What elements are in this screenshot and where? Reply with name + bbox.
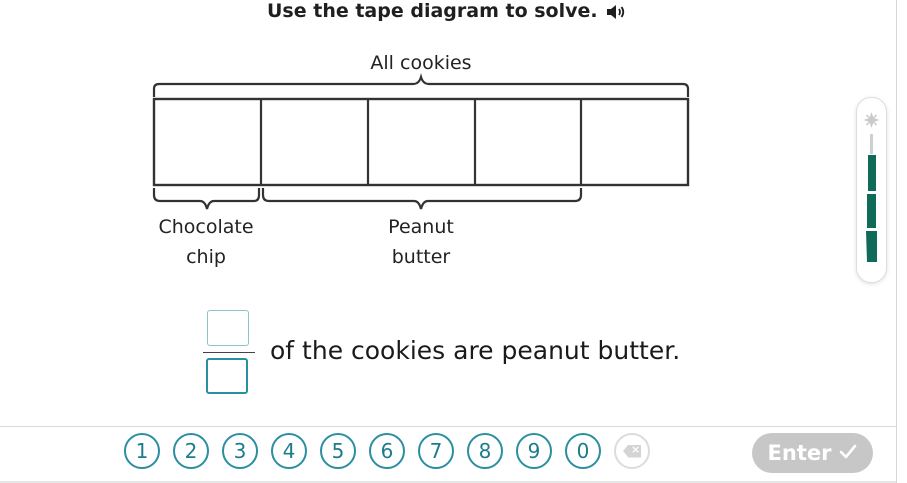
key-1[interactable]: 1 <box>124 433 160 469</box>
key-3[interactable]: 3 <box>222 433 258 469</box>
streak-segment-1 <box>868 155 876 191</box>
key-6[interactable]: 6 <box>369 433 405 469</box>
all-cookies-brace <box>152 73 690 97</box>
key-2[interactable]: 2 <box>173 433 209 469</box>
key-8[interactable]: 8 <box>467 433 503 469</box>
peanut-butter-label-line1: Peanut <box>388 216 454 238</box>
key-9[interactable]: 9 <box>516 433 552 469</box>
backspace-icon: × <box>623 444 641 458</box>
chocolate-chip-label-line1: Chocolate <box>158 216 254 238</box>
chocolate-chip-brace <box>152 188 261 210</box>
peanut-butter-brace <box>261 188 583 210</box>
chocolate-chip-label: Chocolate chip <box>146 212 266 272</box>
instruction: Use the tape diagram to solve. <box>267 0 626 22</box>
peanut-butter-label-line2: butter <box>391 246 451 268</box>
enter-label: Enter <box>767 441 832 465</box>
all-cookies-label: All cookies <box>370 52 472 74</box>
keypad-divider <box>0 426 896 427</box>
key-4[interactable]: 4 <box>271 433 307 469</box>
backspace-button[interactable]: × <box>614 433 650 469</box>
sparkle-icon <box>863 112 880 128</box>
chocolate-chip-label-line2: chip <box>186 246 226 268</box>
speaker-icon[interactable] <box>606 3 626 19</box>
enter-button[interactable]: Enter <box>752 433 873 473</box>
key-7[interactable]: 7 <box>418 433 454 469</box>
bottom-edge <box>0 481 896 483</box>
key-0[interactable]: 0 <box>565 433 601 469</box>
instruction-text: Use the tape diagram to solve. <box>267 0 598 22</box>
denominator-input[interactable] <box>206 358 248 394</box>
tape-diagram: All cookies Chocolate chip Peanut butter <box>146 52 690 272</box>
tape-outline <box>152 97 690 187</box>
streak-segment-3 <box>866 231 877 262</box>
numerator-input[interactable] <box>207 310 249 346</box>
fraction-bar <box>203 352 255 353</box>
key-5[interactable]: 5 <box>320 433 356 469</box>
answer-sentence: of the cookies are peanut butter. <box>270 336 681 365</box>
checkmark-icon <box>839 441 857 465</box>
peanut-butter-label: Peanut butter <box>360 212 482 272</box>
right-edge-divider <box>896 0 897 483</box>
streak-meter <box>856 97 887 283</box>
streak-segment-2 <box>867 194 876 228</box>
streak-track-top <box>870 134 873 154</box>
